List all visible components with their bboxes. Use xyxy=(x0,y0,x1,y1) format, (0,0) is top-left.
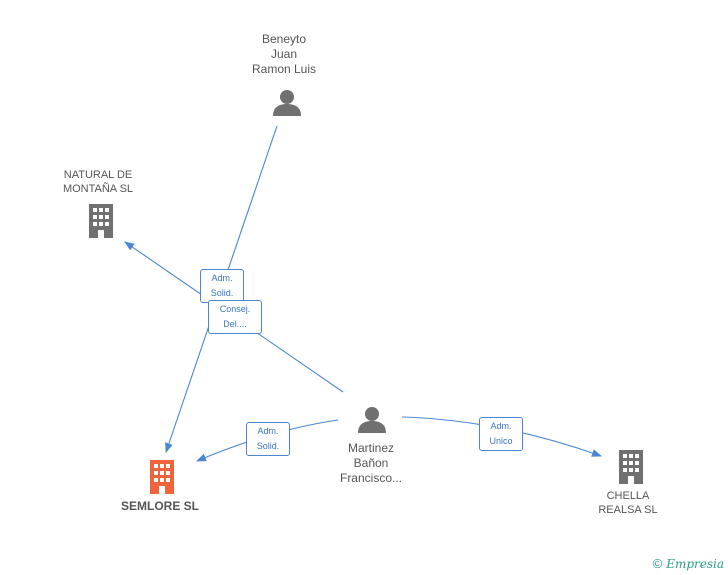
person-icon xyxy=(358,407,386,433)
node-chella-label: CHELLA REALSA SL xyxy=(598,490,658,516)
node-semlore-label: SEMLORE SL xyxy=(120,499,199,513)
node-semlore[interactable]: SEMLORE SL xyxy=(110,499,210,514)
copyright-icon: © xyxy=(652,556,663,571)
building-icon xyxy=(619,450,643,484)
edge-label-adm-solid[interactable]: Adm. Solid. xyxy=(200,269,244,303)
edge-label-consej-del[interactable]: Consej. Del.... xyxy=(208,300,262,334)
edge-label-adm-unico[interactable]: Adm. Unico xyxy=(479,417,523,451)
brand-name: Empresia xyxy=(666,557,724,571)
brand-mark: ©Empresia xyxy=(653,556,724,571)
node-natural-label: NATURAL DE MONTAÑA SL xyxy=(62,169,134,195)
node-chella[interactable]: CHELLA REALSA SL xyxy=(578,489,678,517)
edge-label-adm-solid[interactable]: Adm. Solid. xyxy=(246,422,290,456)
node-beneyto-label: Beneyto Juan Ramon Luis xyxy=(251,32,317,76)
building-icon xyxy=(89,204,113,238)
node-martinez[interactable]: Martinez Bañon Francisco... xyxy=(321,441,421,486)
node-beneyto[interactable]: Beneyto Juan Ramon Luis xyxy=(234,32,334,77)
node-martinez-label: Martinez Bañon Francisco... xyxy=(339,441,402,485)
node-natural[interactable]: NATURAL DE MONTAÑA SL xyxy=(48,168,148,196)
building-icon-highlighted xyxy=(150,460,174,494)
person-icon xyxy=(273,90,301,116)
